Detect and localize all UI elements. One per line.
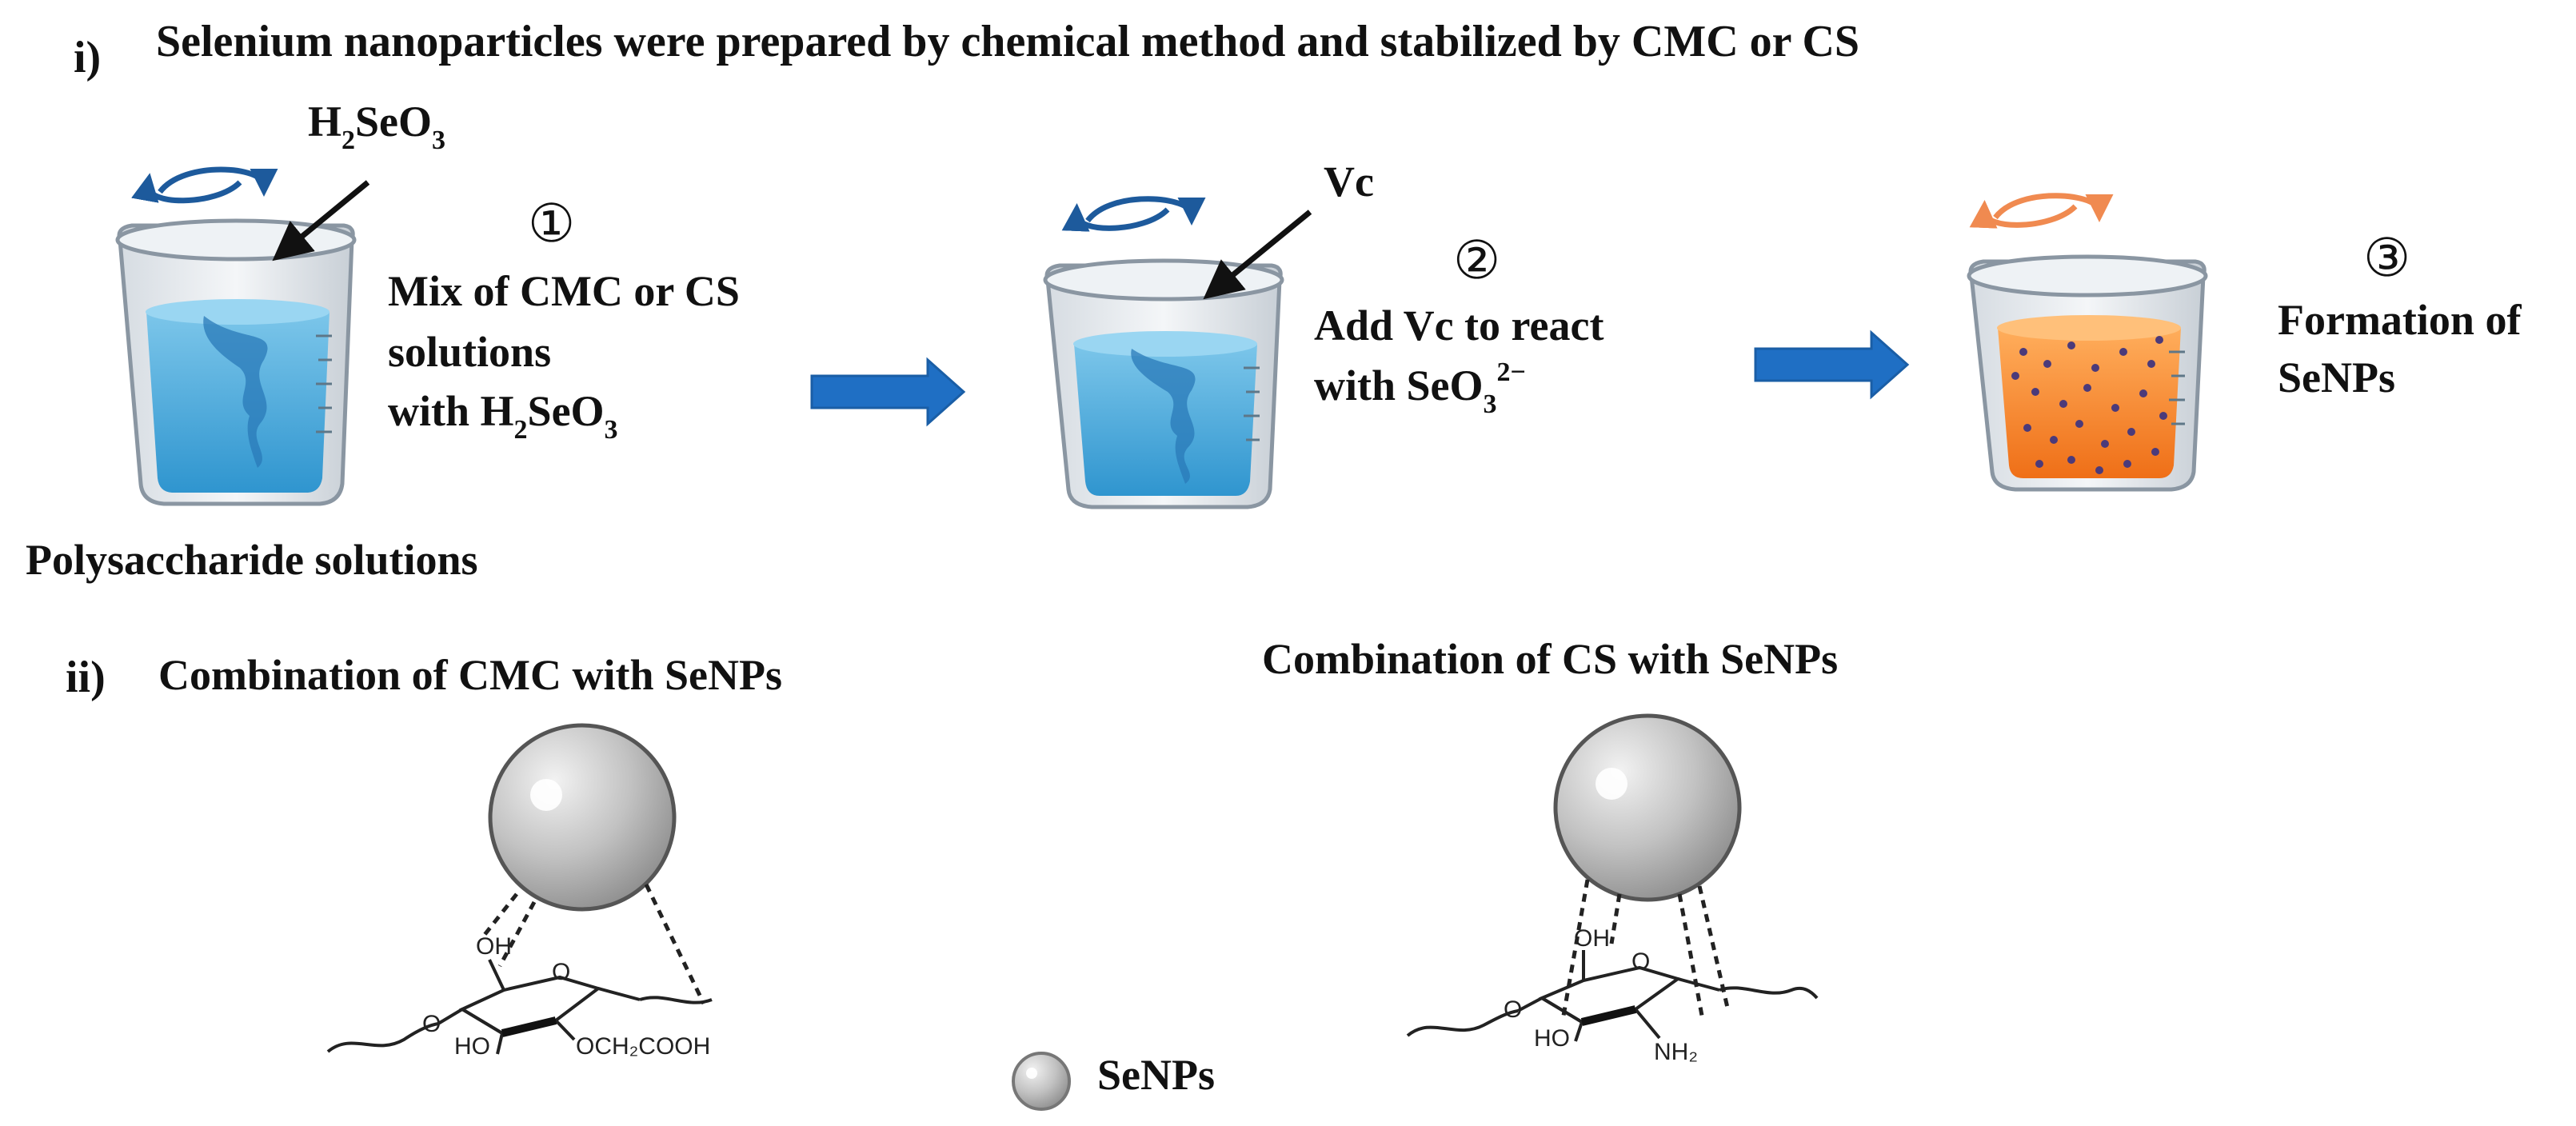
- senp-sphere: [488, 723, 677, 912]
- section-ii-marker: ii): [66, 653, 106, 702]
- step2-line2: with SeO32−: [1314, 357, 1526, 419]
- reagent-arrow-2: [1203, 210, 1312, 300]
- step1-line2: solutions: [388, 328, 551, 376]
- step2-line1: Add Vc to react: [1314, 301, 1604, 349]
- svg-text:OH: OH: [1574, 925, 1610, 952]
- svg-text:O: O: [1504, 996, 1522, 1023]
- reagent-vc: Vc: [1324, 158, 1374, 206]
- step1-number: ①: [528, 193, 575, 254]
- cs-senp-structure: OH HO O O NH₂: [1406, 713, 1819, 1065]
- caption-polysaccharide: Polysaccharide solutions: [26, 536, 478, 584]
- step3-line1: Formation of: [2278, 296, 2522, 344]
- cmc-combination-title: Combination of CMC with SeNPs: [158, 651, 782, 699]
- svg-text:OCH₂COOH: OCH₂COOH: [576, 1033, 710, 1060]
- section-i-title: Selenium nanoparticles were prepared by …: [156, 17, 1859, 66]
- step2-number: ②: [1453, 230, 1500, 291]
- process-arrow-2: [1754, 329, 1910, 400]
- svg-text:OH: OH: [476, 933, 512, 960]
- svg-text:O: O: [422, 1011, 441, 1037]
- step1-line1: Mix of CMC or CS: [388, 267, 740, 315]
- process-arrow-1: [810, 357, 966, 427]
- stir-arrows-icon: [1061, 196, 1206, 232]
- beaker-3: [1967, 193, 2208, 492]
- stir-arrows-icon: [131, 166, 278, 204]
- step3-line2: SeNPs: [2278, 353, 2395, 401]
- section-i-marker: i): [74, 33, 101, 82]
- svg-text:HO: HO: [1534, 1025, 1570, 1052]
- beaker-2: [1043, 196, 1284, 509]
- senp-sphere: [1553, 713, 1742, 902]
- svg-text:NH₂: NH₂: [1654, 1039, 1698, 1065]
- cmc-senp-structure: OH HO O O OCH₂COOH: [326, 723, 713, 1060]
- reagent-h2seo3: H2SeO3: [308, 98, 445, 155]
- nanoparticle-dots: [2011, 336, 2167, 474]
- svg-text:HO: HO: [454, 1033, 490, 1060]
- svg-text:O: O: [1631, 948, 1650, 975]
- senp-legend-icon: [1012, 1052, 1071, 1111]
- legend-label: SeNPs: [1097, 1051, 1215, 1099]
- cs-combination-title: Combination of CS with SeNPs: [1262, 635, 1838, 683]
- legend-senps: SeNPs: [1012, 1051, 1215, 1111]
- step3-number: ③: [2363, 227, 2410, 289]
- svg-text:O: O: [552, 959, 570, 985]
- stir-arrows-icon: [1969, 193, 2114, 229]
- step1-line3: with H2SeO3: [388, 387, 618, 445]
- reagent-arrow-1: [272, 180, 370, 262]
